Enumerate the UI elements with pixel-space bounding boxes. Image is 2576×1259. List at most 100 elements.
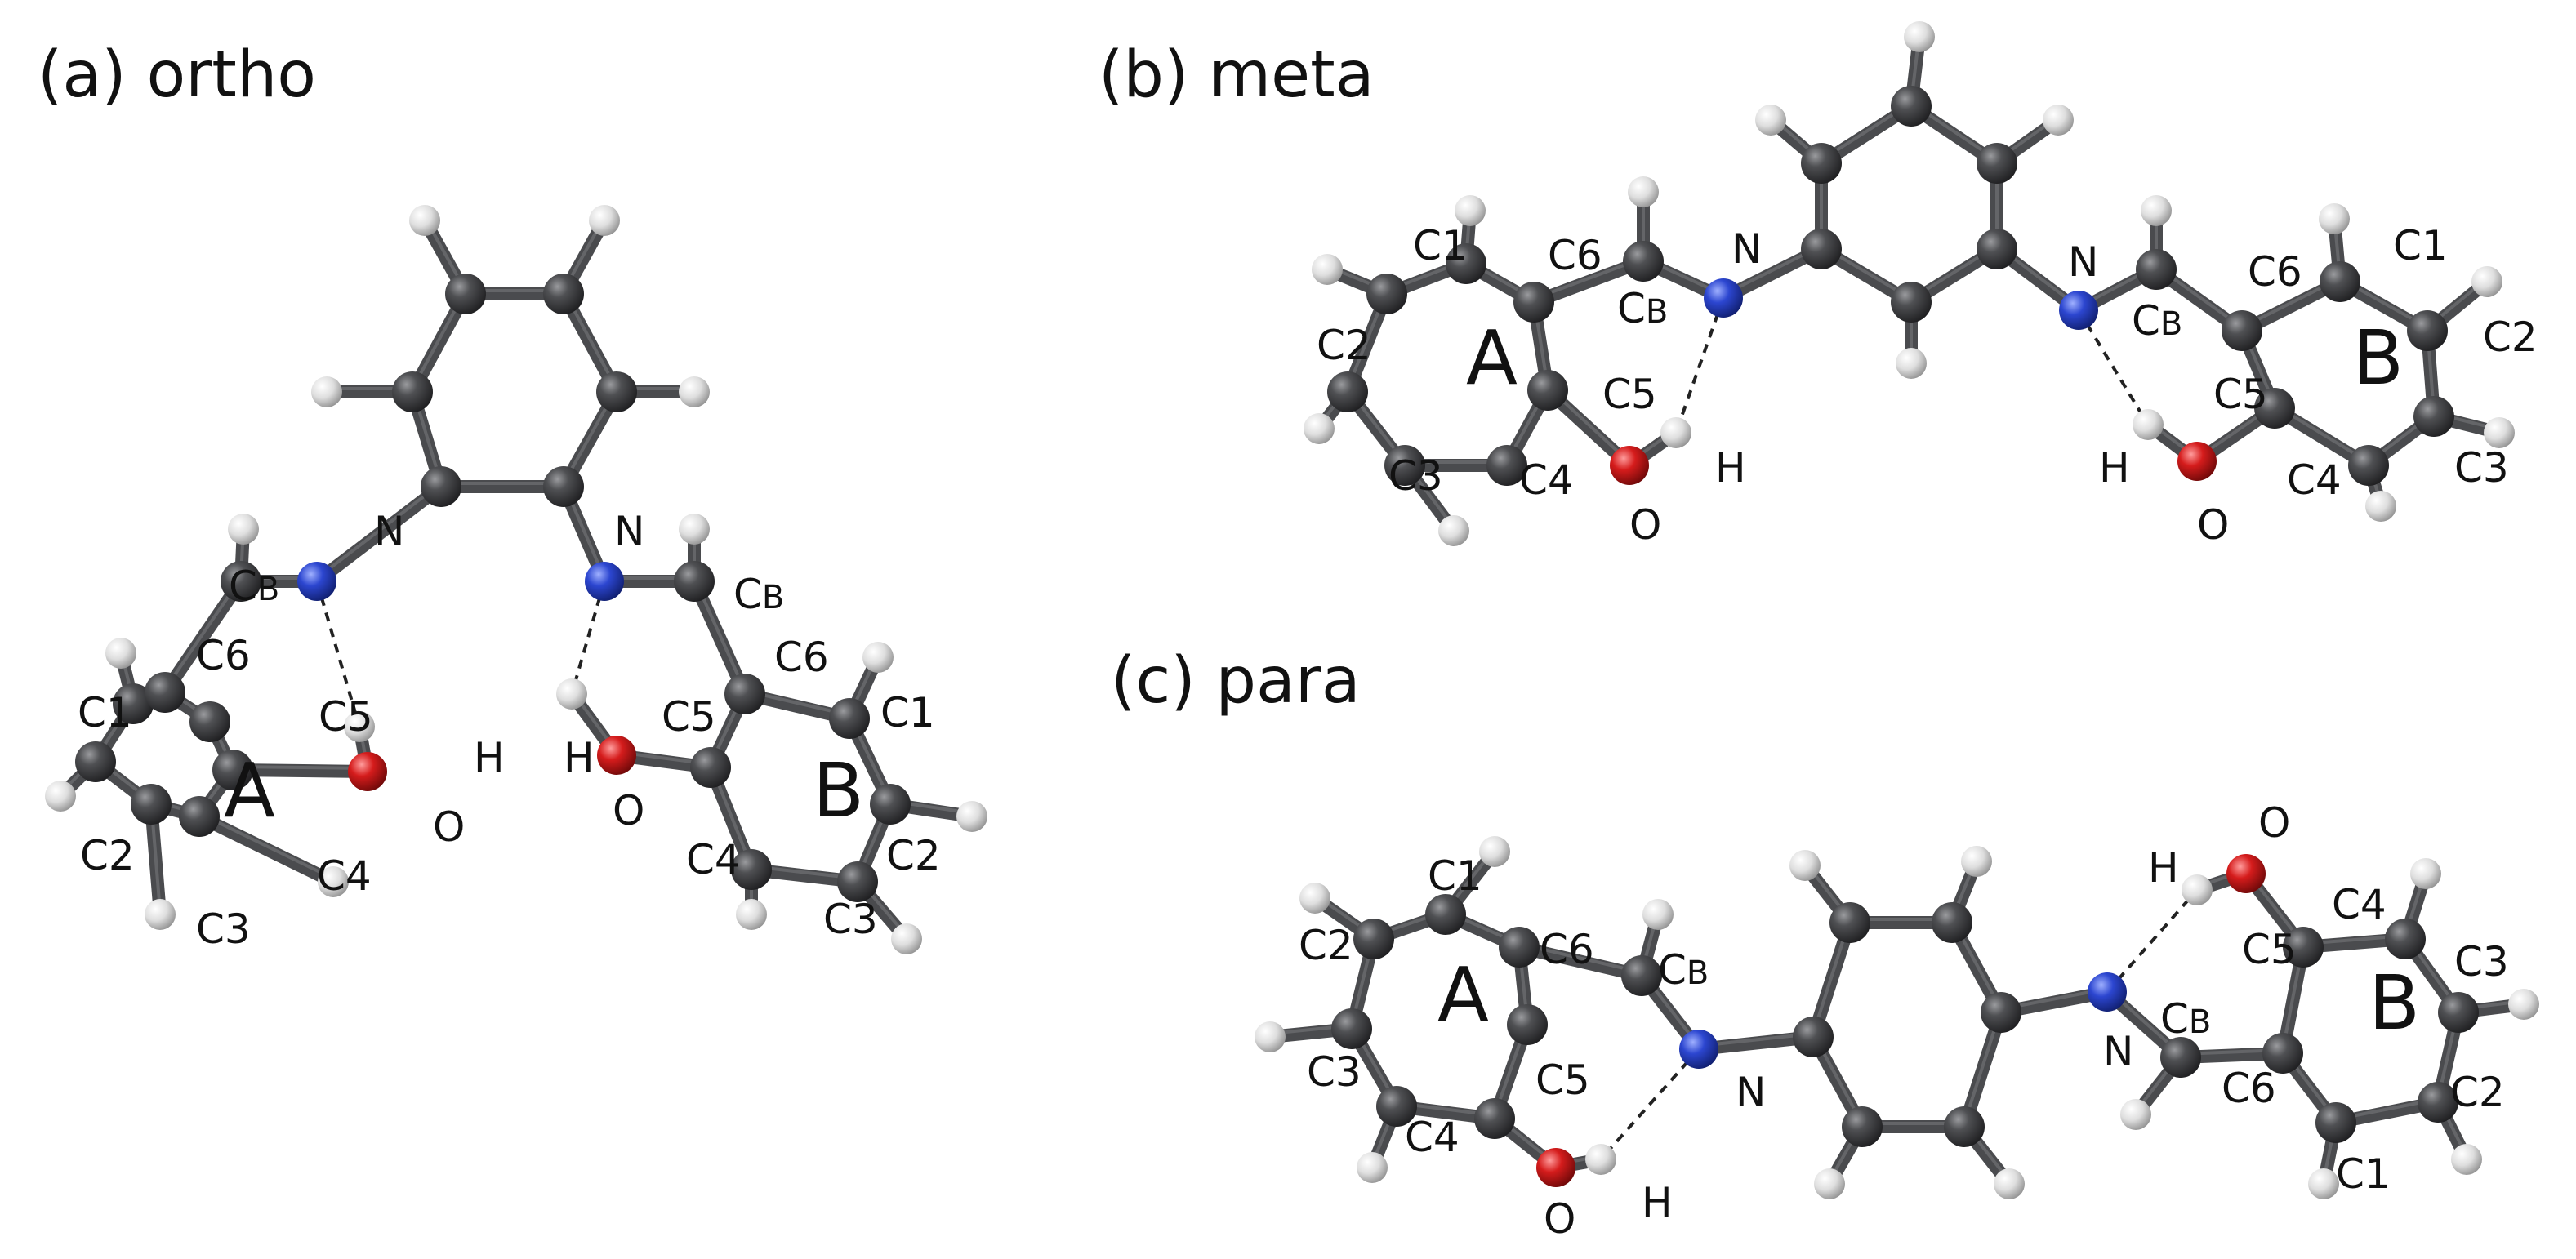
ortho-hydrogen-atom <box>409 205 440 236</box>
para-label-b-c1: C1 <box>2336 1150 2391 1198</box>
meta-carbon-atom <box>1977 229 2017 269</box>
meta-carbon-atom <box>2222 310 2262 351</box>
para-panel-title: (c) para <box>1111 644 1361 718</box>
para-label-n-left: N <box>1736 1069 1766 1116</box>
ortho-label-b-c2: C2 <box>886 832 941 879</box>
para-oxygen-atom <box>1536 1148 1575 1187</box>
para-label-a-c5: C5 <box>1535 1057 1590 1104</box>
ortho-label-b: B <box>813 747 864 834</box>
ortho-carbon-atom <box>212 750 253 790</box>
ortho-carbon-atom <box>421 466 461 507</box>
meta-panel-title: (b) meta <box>1099 38 1375 112</box>
para-hydrogen-atom <box>1994 1168 2025 1199</box>
meta-label-a-c3: C3 <box>1388 452 1443 500</box>
ortho-label-a-c3: C3 <box>196 905 251 953</box>
para-hydrogen-atom <box>2451 1144 2482 1175</box>
ortho-label-o-left: O <box>433 803 465 851</box>
para-bond-highlight <box>1518 942 1643 974</box>
meta-nitrogen-atom <box>2059 291 2098 330</box>
para-label-o-left: O <box>1544 1195 1575 1243</box>
para-label-a-c4: C4 <box>1405 1114 1460 1161</box>
ortho-panel-title: (a) ortho <box>38 38 316 112</box>
para-carbon-atom <box>1507 1004 1548 1045</box>
para-nitrogen-atom <box>2088 972 2127 1012</box>
para-oxygen-atom <box>2226 854 2266 893</box>
ortho-label-a-c6: C6 <box>196 632 251 679</box>
para-label-a-c3: C3 <box>1307 1048 1362 1096</box>
para-carbon-atom <box>1376 1086 1417 1127</box>
meta-hydrogen-atom <box>2484 417 2515 448</box>
ortho-label-a-c1: C1 <box>78 689 132 736</box>
meta-oxygen-atom <box>1610 446 1649 485</box>
para-carbon-atom <box>2438 992 2479 1033</box>
ortho-label-a-c5: C5 <box>319 693 373 741</box>
meta-carbon-atom <box>2136 249 2177 290</box>
meta-hydrogen-atom <box>2471 266 2502 297</box>
meta-label-b-c2: C2 <box>2483 314 2538 361</box>
ortho-hydrogen-atom <box>679 514 710 545</box>
para-hydrogen-atom <box>2120 1099 2151 1130</box>
para-label-a-c1: C1 <box>1428 852 1482 900</box>
meta-label-b-c3: C3 <box>2454 444 2509 492</box>
ortho-hydrogen-atom <box>311 376 342 407</box>
meta-carbon-atom <box>1801 143 1842 184</box>
para-label-b: B <box>2369 959 2420 1047</box>
ortho-carbon-atom <box>145 672 185 713</box>
para-hydrogen-atom <box>2182 874 2213 905</box>
meta-hydrogen-atom <box>2319 203 2350 234</box>
para-hydrogen-bond <box>2106 888 2199 994</box>
ortho-hydrogen-atom <box>891 923 922 954</box>
ortho-label-b-c4: C4 <box>686 836 741 883</box>
para-carbon-atom <box>2262 1033 2303 1074</box>
para-label-b-c2: C2 <box>2450 1069 2505 1116</box>
para-carbon-atom <box>1981 992 2021 1033</box>
ortho-bond-highlight <box>315 482 443 580</box>
meta-carbon-atom <box>2413 396 2454 437</box>
para-carbon-atom <box>1793 1017 1834 1057</box>
ortho-carbon-atom <box>392 371 433 412</box>
meta-label-n-right: N <box>2068 238 2098 286</box>
meta-carbon-atom <box>2348 445 2389 486</box>
para-hydrogen-atom <box>1642 899 1674 930</box>
ortho-hydrogen-atom <box>679 376 710 407</box>
ortho-carbon-atom <box>113 683 154 724</box>
meta-hydrogen-atom <box>2141 195 2172 226</box>
ortho-carbon-atom <box>131 784 172 825</box>
para-carbon-atom <box>1425 894 1466 935</box>
para-hydrogen-atom <box>1585 1144 1616 1175</box>
meta-label-h-left: H <box>1715 444 1746 492</box>
para-carbon-atom <box>2385 919 2426 959</box>
atoms-layer <box>45 21 2539 1199</box>
para-hydrogen-atom <box>2308 1168 2339 1199</box>
meta-hydrogen-bond <box>2077 309 2150 426</box>
meta-cb-label-right: CB <box>2132 297 2182 345</box>
meta-label-o-right: O <box>2197 501 2229 549</box>
ortho-label-h-left: H <box>474 734 505 781</box>
para-carbon-atom <box>2283 927 2324 968</box>
ortho-hydrogen-atom <box>228 514 259 545</box>
para-carbon-atom <box>1353 919 1394 959</box>
ortho-carbon-atom <box>731 849 772 890</box>
para-carbon-atom <box>1621 955 1662 996</box>
meta-carbon-atom <box>1623 241 1664 282</box>
ortho-carbon-atom <box>543 466 584 507</box>
meta-carbon-atom <box>1486 445 1527 486</box>
meta-label-a-c4: C4 <box>1519 456 1574 504</box>
para-hydrogen-atom <box>1479 836 1510 867</box>
para-carbon-atom <box>1932 902 1972 943</box>
meta-label-a-c2: C2 <box>1317 322 1371 369</box>
para-label-a-c6: C6 <box>1540 926 1594 973</box>
para-nitrogen-atom <box>1679 1030 1718 1069</box>
para-hydrogen-atom <box>1299 883 1330 914</box>
meta-label-b-c6: C6 <box>2248 248 2302 296</box>
ortho-carbon-atom <box>837 861 878 902</box>
para-hydrogen-atom <box>1961 846 1992 877</box>
ortho-hydrogen-atom <box>736 899 767 930</box>
ortho-label-b-c6: C6 <box>774 634 829 681</box>
para-cb-label-right: CB <box>2160 995 2211 1043</box>
ortho-label-a-c4: C4 <box>317 852 372 900</box>
meta-label-a-c6: C6 <box>1548 232 1602 279</box>
para-carbon-atom <box>1829 902 1870 943</box>
para-label-n-right: N <box>2103 1028 2133 1075</box>
